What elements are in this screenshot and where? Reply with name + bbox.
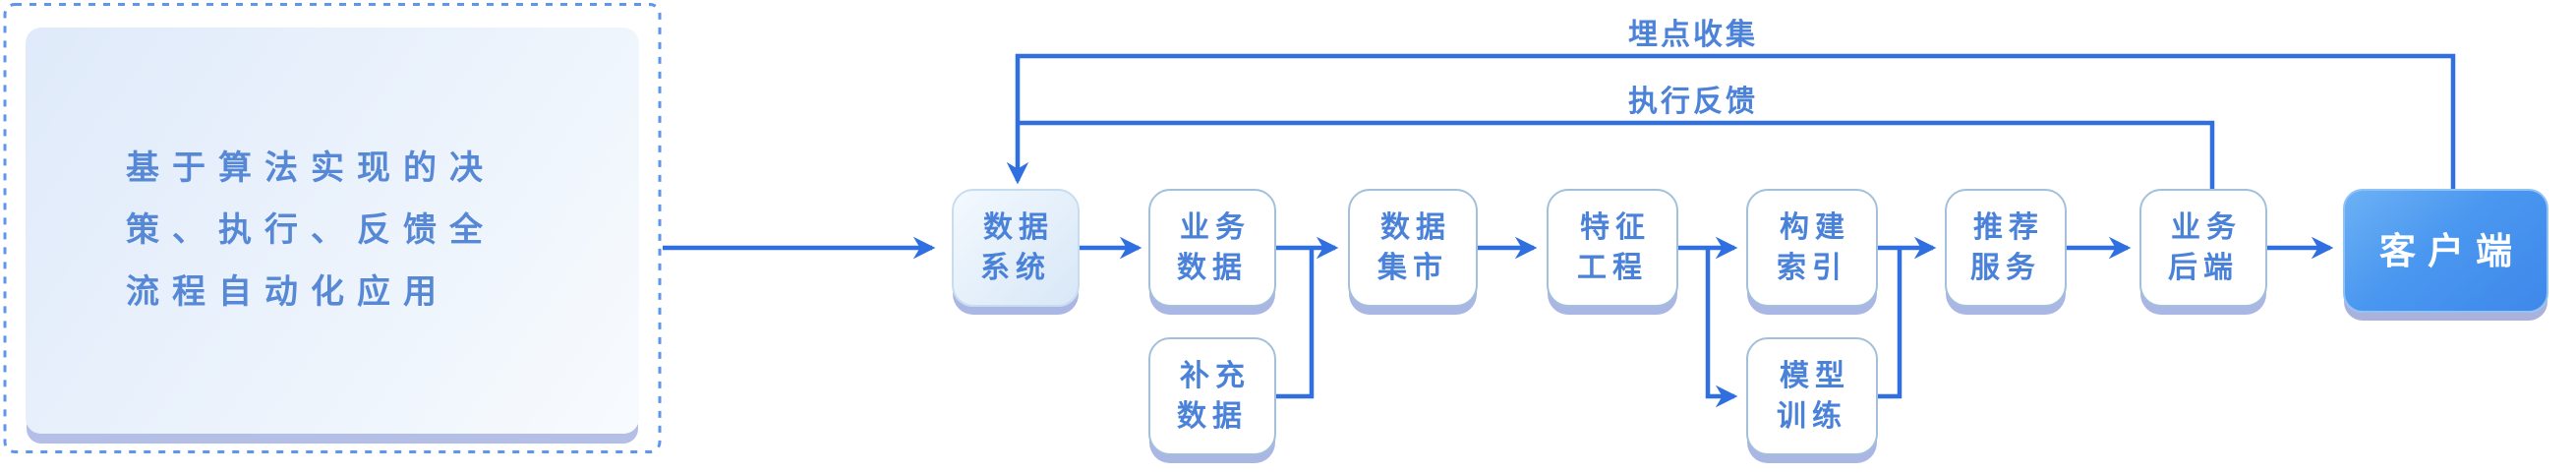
- node-model-training: 模型 训练: [1746, 337, 1878, 455]
- node-build-index: 构建 索引: [1746, 189, 1878, 307]
- node-build-index-label: 构建 索引: [1777, 211, 1850, 284]
- node-data-system: 数据 系统: [952, 189, 1080, 307]
- intro-card: 基于算法实现的决 策、执行、反馈全 流程自动化应用: [26, 28, 639, 434]
- node-business-backend-label: 业务 后端: [2168, 211, 2242, 284]
- node-feature-engineering: 特征 工程: [1547, 189, 1678, 307]
- node-supplement-data: 补充 数据: [1148, 337, 1276, 455]
- node-business-data-label: 业务 数据: [1177, 211, 1251, 284]
- edge-model-join: [1878, 250, 1903, 399]
- edge-label-tracking-collection: 埋点收集: [1628, 19, 1758, 51]
- node-model-training-label: 模型 训练: [1777, 360, 1850, 433]
- intro-card-text: 基于算法实现的决 策、执行、反馈全 流程自动化应用: [126, 149, 496, 311]
- edge-label-execution-feedback: 执行反馈: [1628, 86, 1758, 118]
- node-supplement-data-label: 补充 数据: [1177, 360, 1251, 433]
- node-recommend-service: 推荐 服务: [1945, 189, 2067, 307]
- node-client: 客户端: [2343, 189, 2548, 313]
- node-data-mart: 数据 集市: [1348, 189, 1478, 307]
- node-data-mart-label: 数据 集市: [1377, 211, 1451, 284]
- edge-supplement-join: [1276, 250, 1315, 399]
- node-client-label: 客户端: [2379, 230, 2524, 271]
- node-data-system-label: 数据 系统: [980, 211, 1054, 284]
- edge-feature-to-model-training: [1705, 248, 1738, 408]
- node-feature-engineering-label: 特征 工程: [1577, 211, 1651, 284]
- node-business-backend: 业务 后端: [2139, 189, 2267, 307]
- edge-execution-feedback-loop: [1018, 120, 2215, 189]
- node-recommend-service-label: 推荐 服务: [1970, 211, 2044, 284]
- node-business-data: 业务 数据: [1148, 189, 1276, 307]
